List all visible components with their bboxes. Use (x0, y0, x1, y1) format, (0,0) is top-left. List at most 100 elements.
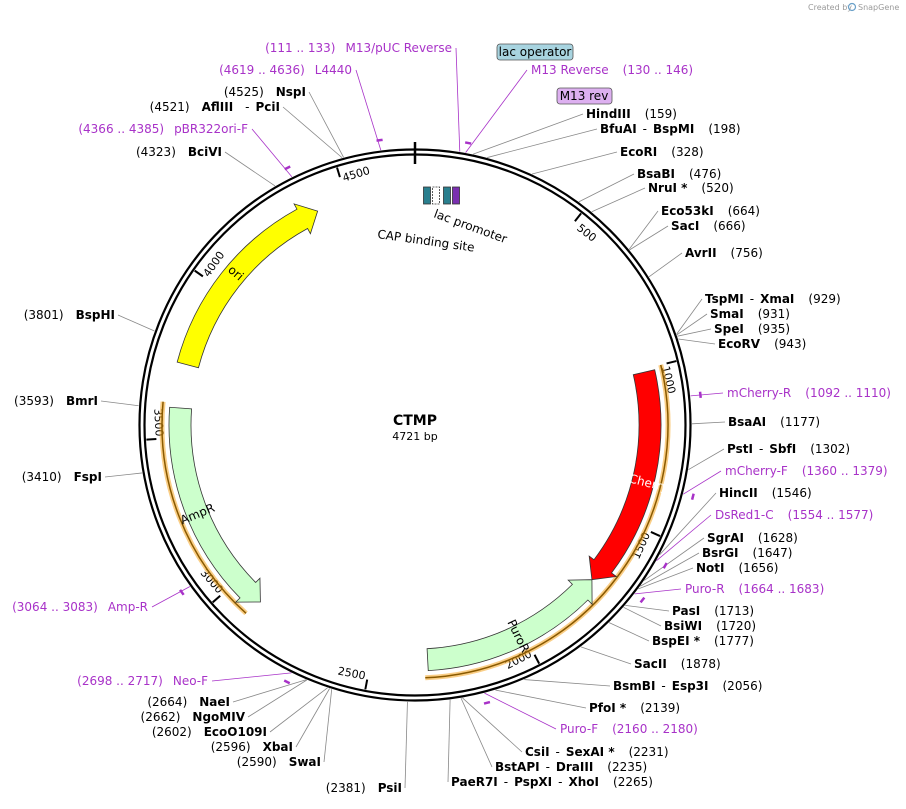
small-features (423, 186, 460, 205)
site-position: (476) (689, 167, 721, 181)
site-label: BstAPI-DraIII(2235) (495, 760, 647, 774)
site-position: (2381) (326, 781, 366, 795)
site-label: (4323)BciVI (136, 145, 222, 159)
primer-range: (3064 .. 3083) (12, 600, 98, 614)
site-label: BsiWI(1720) (664, 619, 756, 633)
orf-arc (425, 364, 669, 679)
ampr-feature-arrow (168, 406, 261, 603)
primer-range: (1664 .. 1683) (739, 582, 825, 596)
site-separator: - (759, 442, 763, 456)
leader-line (269, 687, 328, 733)
plasmid-name: CTMP (393, 413, 437, 429)
enzyme-name: BspHI (76, 308, 115, 322)
enzyme-name: EcoRV (718, 337, 761, 351)
leader-line (688, 448, 725, 471)
plasmid-center: CTMP 4721 bp (392, 413, 437, 443)
site-label: BsaAI(1177) (728, 415, 820, 429)
site-label: PfoI *(2139) (589, 701, 680, 715)
lac-operator-box-bg (496, 43, 574, 61)
site-position: (1628) (758, 531, 798, 545)
site-label: (2662)NgoMIV (141, 710, 246, 724)
enzyme-name: BstAPI (495, 760, 540, 774)
leader-line (625, 604, 670, 612)
tick-label: 4500 (341, 164, 372, 185)
site-label: SmaI(931) (710, 307, 790, 321)
primer-label: Puro-F(2160 .. 2180) (560, 722, 698, 736)
site-label: AvrII(756) (685, 246, 763, 260)
primer-label: (4619 .. 4636)L4440 (219, 63, 352, 77)
site-position: (4521) (150, 100, 190, 114)
enzyme-name: DraIII (556, 760, 593, 774)
site-label: (3593) BmrI (14, 394, 98, 408)
primer-name: M13 Reverse (531, 63, 609, 77)
snapgene-credit: Created by SnapGene (808, 2, 899, 12)
site-labels: HindIII(159)BfuAI-BspMI(198)EcoRI(328)Bs… (12, 41, 891, 795)
enzyme-name: SexAI * (566, 745, 615, 759)
leader-line (678, 338, 716, 345)
enzyme-name: EcoO109I (204, 725, 267, 739)
leader-line (532, 151, 618, 175)
enzyme-name: SgrAI (707, 531, 744, 545)
tick-mark (650, 531, 661, 537)
site-label: (4525)NspI (224, 85, 306, 99)
primer-label: DsRed1-C(1554 .. 1577) (715, 508, 873, 522)
site-label: TspMI-XmaI(929) (705, 292, 841, 306)
tick-label: 500 (574, 221, 599, 244)
primer-name: Neo-F (173, 674, 208, 688)
leader-line (355, 69, 382, 151)
site-label: BspEI *(1777) (652, 634, 754, 648)
enzyme-name: NaeI (199, 695, 230, 709)
primer-range: (4619 .. 4636) (219, 63, 305, 77)
tick-mark (336, 167, 341, 178)
leader-line (676, 298, 703, 335)
site-position: (2590) (237, 755, 277, 769)
primer-label: (111 .. 133)M13/pUC Reverse (265, 41, 452, 55)
site-position: (931) (758, 307, 790, 321)
tick-mark (666, 360, 677, 365)
site-label: EcoRI(328) (620, 145, 704, 159)
lac-operator-label: lac operator (499, 45, 572, 59)
site-label: SacII(1878) (634, 657, 721, 671)
enzyme-name: HincII (719, 486, 758, 500)
enzyme-name: TspMI (705, 292, 744, 306)
site-separator: - (546, 760, 550, 774)
leader-line (690, 392, 724, 397)
leader-line (638, 567, 694, 590)
primer-range: (130 .. 146) (623, 63, 693, 77)
enzyme-name: BsrGI (702, 546, 739, 560)
puror-feature-arrow (426, 579, 593, 672)
leader-line (151, 586, 191, 608)
label-leader-lines (100, 47, 726, 789)
enzyme-name: BmrI (66, 394, 98, 408)
site-separator: - (556, 745, 560, 759)
site-label: NotI(1656) (696, 561, 778, 575)
leader-line (323, 689, 333, 763)
leader-line (634, 588, 682, 595)
enzyme-name: PasI (672, 604, 700, 618)
site-position: (1720) (716, 619, 756, 633)
primer-binding-arrow (698, 391, 702, 398)
enzyme-name: FspI (74, 470, 102, 484)
site-position: (1777) (714, 634, 754, 648)
tick-mark (212, 594, 221, 604)
enzyme-name: EcoRI (620, 145, 657, 159)
m13-rev-feature (452, 186, 460, 205)
site-position: (664) (728, 204, 760, 218)
site-position: (4323) (136, 145, 176, 159)
site-label: PaeR7I-PspXI-XhoI(2265) (451, 775, 653, 789)
site-separator: - (504, 775, 508, 789)
tick-mark (574, 212, 582, 222)
site-label: (2590)SwaI (237, 755, 321, 769)
site-label: (3410)FspI (22, 470, 102, 484)
primer-name: Amp-R (108, 600, 148, 614)
site-label: (2381)PsiI (326, 781, 402, 795)
site-position: (2056) (723, 679, 763, 693)
primer-range: (1360 .. 1379) (802, 464, 888, 478)
primer-binding-arrow (464, 141, 472, 145)
plasmid-length: 4721 bp (392, 430, 437, 443)
enzyme-name: SbfI (769, 442, 796, 456)
lac-operator-box: lac operator (496, 43, 574, 61)
site-position: (3593) (14, 394, 54, 408)
site-label: SacI(666) (671, 219, 746, 233)
site-position: (1878) (681, 657, 721, 671)
